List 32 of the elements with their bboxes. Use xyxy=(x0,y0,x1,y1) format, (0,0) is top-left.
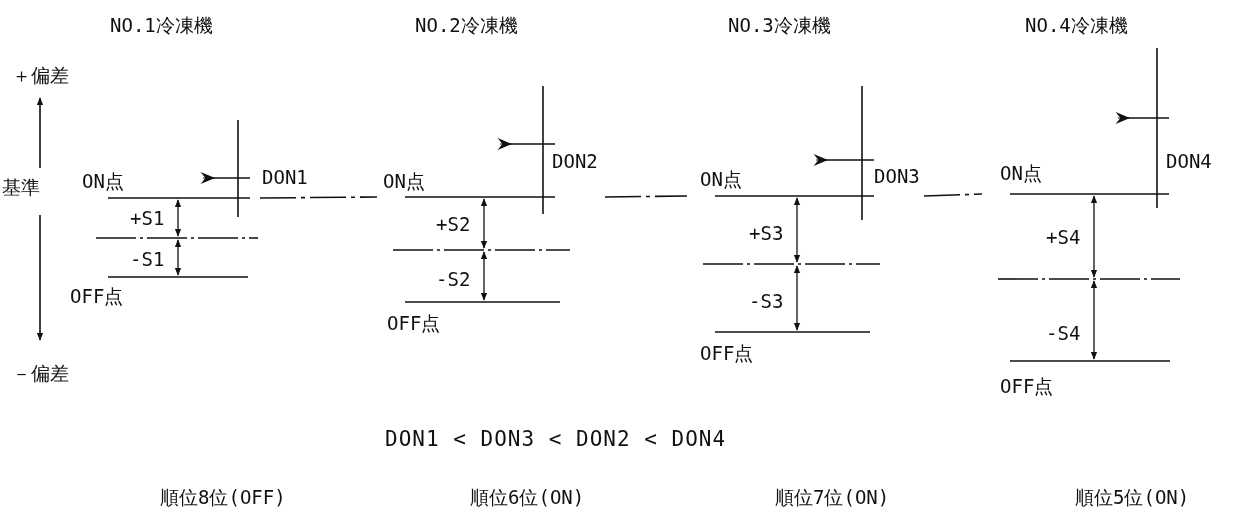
rank-label: 順位5位(ON) xyxy=(1075,486,1190,508)
band-label: -S1 xyxy=(130,248,165,270)
column-heading: NO.4冷凍機 xyxy=(1025,14,1128,36)
off-point-label: OFF点 xyxy=(387,312,441,334)
off-point-label: OFF点 xyxy=(700,342,754,364)
band-label: -S4 xyxy=(1046,322,1081,344)
column-heading: NO.1冷凍機 xyxy=(110,14,213,36)
on-point-label: ON点 xyxy=(383,170,425,192)
on-point-label: ON点 xyxy=(82,170,124,192)
don-label: DON1 xyxy=(262,166,308,188)
rank-label: 順位7位(ON) xyxy=(775,486,890,508)
axis-label: 基準 xyxy=(2,176,40,198)
on-point-label: ON点 xyxy=(700,168,742,190)
off-point-label: OFF点 xyxy=(1000,375,1054,397)
don-label: DON3 xyxy=(874,165,920,187)
on-point-label: ON点 xyxy=(1000,162,1042,184)
band-label: +S1 xyxy=(130,207,165,229)
don-label: DON2 xyxy=(552,150,598,172)
inequality-formula: DON1 < DON3 < DON2 < DON4 xyxy=(385,428,727,450)
band-label: +S4 xyxy=(1046,226,1081,248)
column-heading: NO.3冷凍機 xyxy=(728,14,831,36)
axis-label: ＋偏差 xyxy=(12,64,69,86)
off-point-label: OFF点 xyxy=(70,285,124,307)
band-label: +S2 xyxy=(436,213,471,235)
axis-label: －偏差 xyxy=(12,362,69,384)
band-label: -S2 xyxy=(436,268,471,290)
don-label: DON4 xyxy=(1166,150,1212,172)
rank-label: 順位8位(OFF) xyxy=(160,486,286,508)
band-label: +S3 xyxy=(749,222,784,244)
column-heading: NO.2冷凍機 xyxy=(415,14,518,36)
band-label: -S3 xyxy=(749,290,784,312)
rank-label: 順位6位(ON) xyxy=(470,486,585,508)
